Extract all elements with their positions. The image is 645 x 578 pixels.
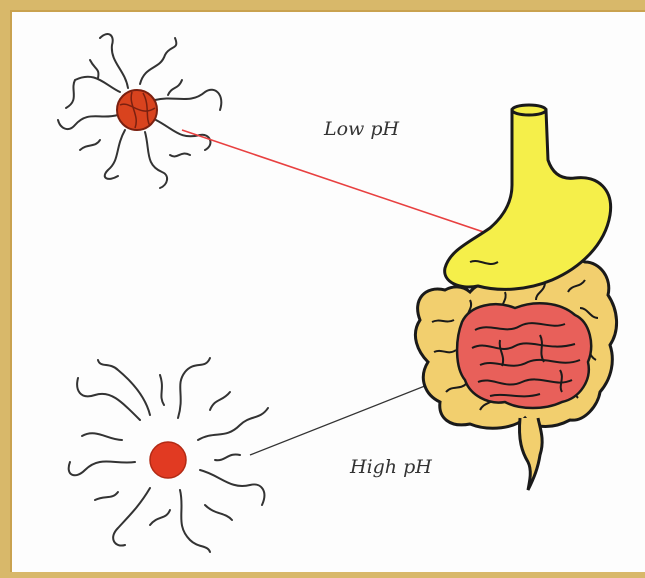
high-ph-label: High pH <box>350 456 432 478</box>
low-ph-line <box>182 130 516 243</box>
swollen-core <box>150 442 186 478</box>
small-intestine <box>457 303 591 408</box>
low-ph-label: Low pH <box>324 118 399 140</box>
